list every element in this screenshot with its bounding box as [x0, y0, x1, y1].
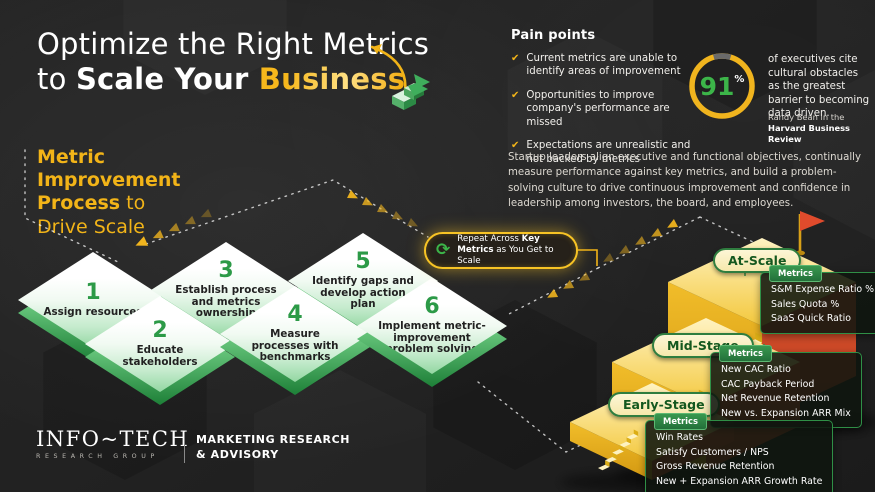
check-icon: ✔ — [511, 140, 520, 152]
infotech-logo: INFO~TECH RESEARCH GROUP — [36, 427, 190, 461]
metric-item: CAC Payback Period — [721, 378, 815, 390]
metrics-box-mid: Metrics New CAC Ratio CAC Payback Period… — [710, 345, 862, 429]
pain-point-item: ✔ Current metrics are unable to identify… — [511, 53, 681, 78]
intro-paragraph: Startup leaders align executive and func… — [508, 152, 862, 209]
metric-item: New + Expansion ARR Growth Rate — [656, 475, 823, 487]
pain-point-item: ✔ Expectations are unrealistic and not b… — [511, 140, 691, 165]
pill-connector-line — [578, 249, 598, 266]
metric-item: S&M Expense Ratio % — [771, 284, 875, 295]
metric-item: Win Rates — [656, 432, 703, 443]
stage-pill-early: Early-Stage — [608, 392, 720, 417]
metric-item: Sales Quota % — [771, 298, 840, 310]
metric-item: New CAC Ratio — [721, 364, 791, 375]
metrics-tag: Metrics — [654, 413, 707, 431]
stat-value: 91% — [699, 71, 745, 101]
brand-subtitle: RESEARCH GROUP — [36, 453, 159, 460]
logo-divider — [184, 432, 185, 463]
flag-icon — [795, 211, 825, 256]
metric-item: New vs. Expansion ARR Mix — [721, 407, 851, 419]
growth-arrow-icon — [370, 44, 430, 110]
metric-item: Net Revenue Retention — [721, 393, 830, 405]
metric-item: SaaS Quick Ratio — [771, 313, 851, 325]
refresh-icon: ⟳ — [436, 240, 451, 260]
stat-donut — [689, 53, 755, 119]
metric-item: Gross Revenue Retention — [656, 461, 775, 473]
pain-point-item: ✔ Opportunities to improve company's per… — [511, 89, 670, 128]
metrics-tag: Metrics — [769, 265, 822, 283]
metrics-box-early: Metrics Win Rates Satisfy Customers / NP… — [645, 413, 834, 492]
repeat-badge: ⟳ Repeat Across Key Metrics as You Get t… — [424, 232, 578, 269]
division-label: MARKETING RESEARCH & ADVISORY — [196, 433, 351, 461]
metric-item: Satisfy Customers / NPS — [656, 446, 769, 458]
check-icon: ✔ — [511, 53, 520, 64]
page-title: Optimize the Right Metrics to Scale Your… — [37, 27, 430, 96]
pain-points-section: Pain points ✔ Current metrics are unable… — [511, 28, 703, 176]
process-heading: Metric Improvement Process to Drive Scal… — [37, 146, 181, 238]
stat-attribution: Randy Bean in the Harvard Business Revie… — [768, 112, 850, 145]
check-icon: ✔ — [511, 89, 520, 101]
metrics-tag: Metrics — [719, 345, 772, 363]
pain-points-heading: Pain points — [511, 28, 596, 43]
stat-description: of executives cite cultural obstacles as… — [768, 54, 870, 120]
title-accent: Business — [258, 61, 406, 96]
brand-name: INFO~TECH — [36, 427, 190, 451]
metrics-box-atscale: Metrics S&M Expense Ratio % Sales Quota … — [760, 265, 875, 334]
